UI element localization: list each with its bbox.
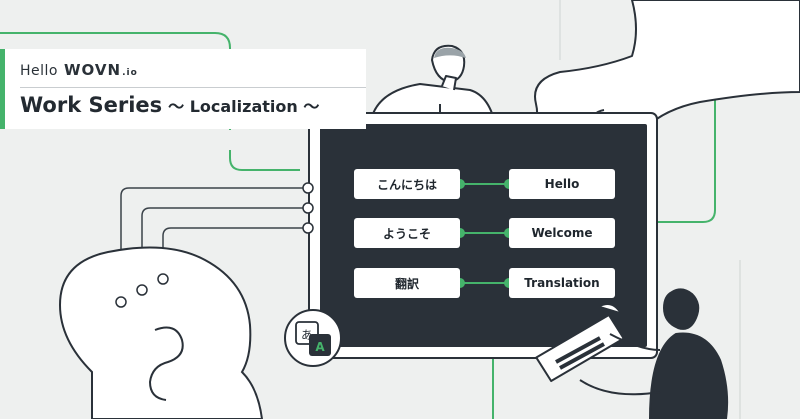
target-pill-greeting: Hello bbox=[509, 169, 615, 199]
target-pill-translation: Translation bbox=[509, 268, 615, 298]
connector-lines bbox=[120, 187, 303, 300]
source-pill-welcome: ようこそ bbox=[354, 218, 460, 248]
head-nodes bbox=[115, 273, 169, 308]
target-pill-welcome: Welcome bbox=[509, 218, 615, 248]
translate-icon: あ A bbox=[284, 309, 342, 367]
source-pill-translation: 翻訳 bbox=[354, 268, 460, 298]
title-divider bbox=[20, 87, 366, 88]
page-title: Work Series bbox=[20, 93, 163, 117]
brand-line: Hello WOVN.io bbox=[20, 61, 138, 79]
head-illustration bbox=[58, 246, 264, 419]
title-card: Hello WOVN.io Work Series ～ Localization… bbox=[0, 49, 366, 129]
person-bottom-illustration bbox=[535, 288, 729, 419]
page-subtitle: ～ Localization ～ bbox=[168, 97, 320, 116]
svg-text:あ: あ bbox=[301, 328, 313, 342]
series-heading: Work Series ～ Localization ～ bbox=[20, 93, 319, 117]
hello-label: Hello bbox=[20, 63, 58, 79]
brand-logo: WOVN.io bbox=[64, 61, 138, 79]
svg-text:A: A bbox=[315, 340, 325, 354]
accent-bar bbox=[0, 49, 5, 129]
source-pill-greeting: こんにちは bbox=[354, 169, 460, 199]
